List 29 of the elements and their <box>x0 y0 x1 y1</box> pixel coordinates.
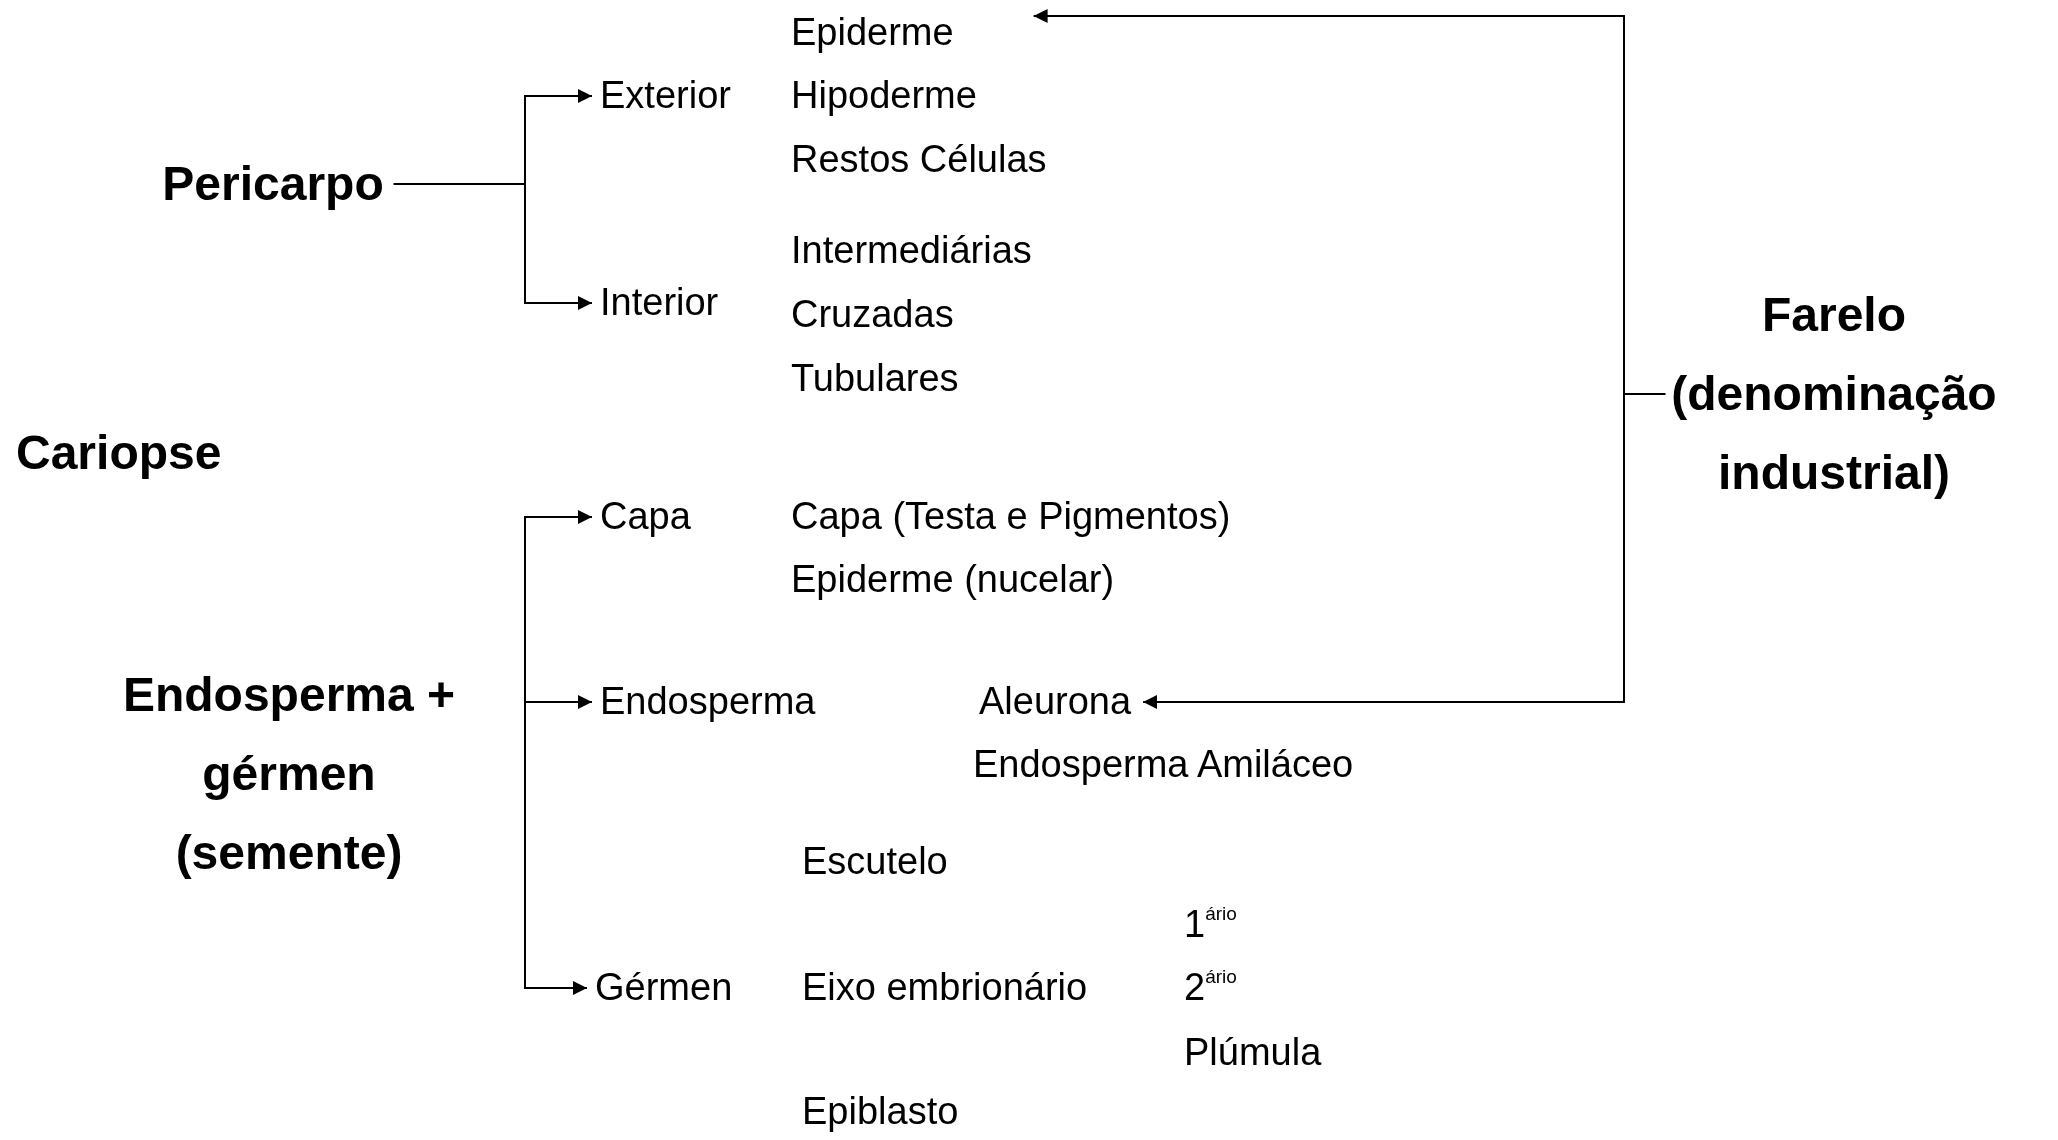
part-label: Exterior <box>600 74 731 118</box>
part-label: Epiblasto <box>802 1090 959 1134</box>
heading-text: Cariopse <box>16 413 316 493</box>
part-label: Endosperma Amiláceo <box>973 743 1354 787</box>
part-label: Endosperma <box>600 680 816 724</box>
heading-text: Pericarpo <box>83 144 463 224</box>
part-label: Capa (Testa e Pigmentos) <box>791 495 1231 539</box>
part-label: Tubulares <box>791 357 959 401</box>
part-label: Gérmen <box>595 966 733 1010</box>
part-label: Capa <box>600 495 691 539</box>
arrow <box>524 695 593 775</box>
arrow <box>1142 393 1667 709</box>
part-label: Plúmula <box>1184 1031 1322 1075</box>
arrow <box>524 773 588 995</box>
part-label: Interior <box>600 281 719 325</box>
heading-text: Endosperma + gérmen (semente) <box>94 655 484 893</box>
part-label: Escutelo <box>802 840 948 884</box>
part-label: Cruzadas <box>791 293 954 337</box>
part-label: Epiderme (nucelar) <box>791 558 1115 602</box>
part-label: Aleurona <box>979 680 1132 724</box>
part-label: Restos Células <box>791 138 1047 182</box>
heading-text: Farelo (denominação industrial) <box>1634 275 2034 513</box>
part-label: 1$^{ário}$ <box>1184 903 1237 947</box>
part-label: Hipoderme <box>791 74 977 118</box>
part-label: Eixo embrionário <box>802 966 1088 1010</box>
part-label: Intermediárias <box>791 229 1032 273</box>
part-label: Epiderme <box>791 11 954 55</box>
arrow <box>392 183 593 310</box>
part-label: 2$^{ário}$ <box>1184 966 1237 1010</box>
